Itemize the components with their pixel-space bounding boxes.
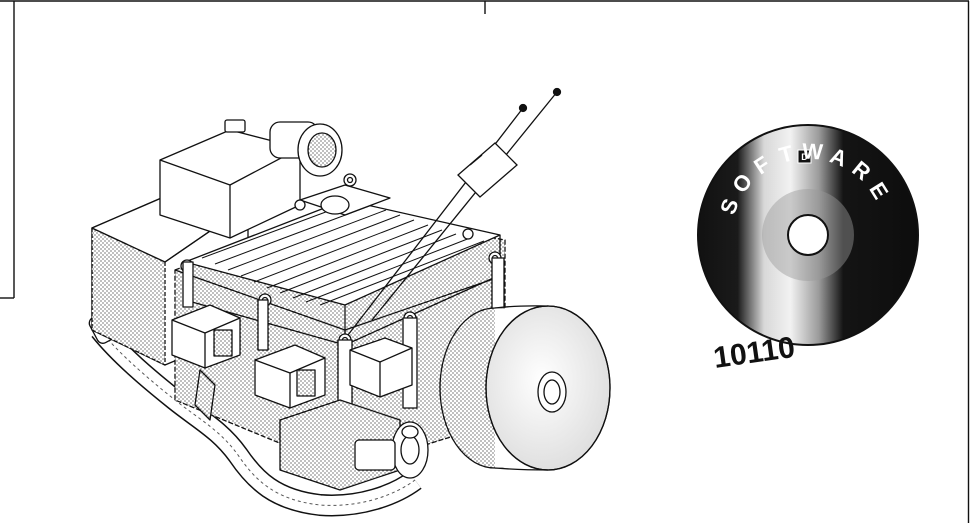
disc-label-letter: W [802, 138, 824, 164]
disc-binary-digits: 10110 [711, 331, 797, 375]
disc-logo-icon [797, 149, 812, 164]
svg-text:D: D [801, 152, 808, 162]
engine-module-icon [88, 119, 611, 517]
sensor-probe-icon [347, 87, 562, 336]
